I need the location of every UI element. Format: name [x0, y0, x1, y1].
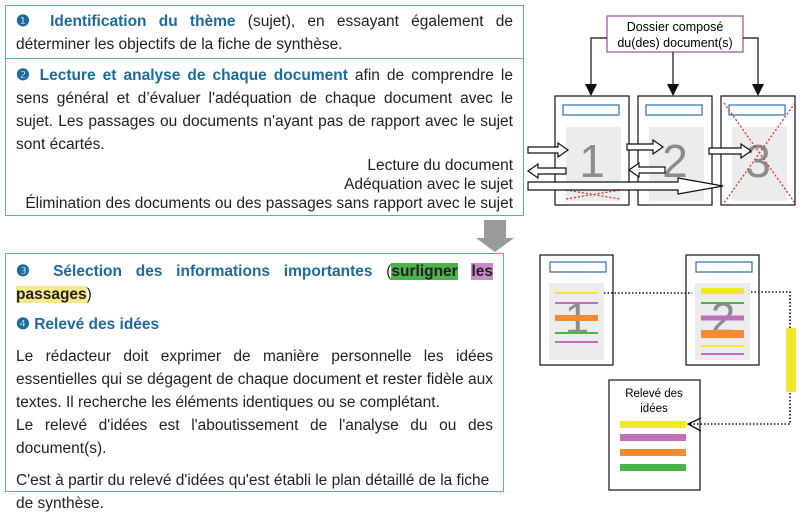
highlight-line	[555, 302, 598, 304]
arrowhead-icon	[752, 84, 764, 96]
connector-arrow	[590, 37, 607, 92]
reading-arrow-icon	[626, 138, 665, 156]
highlight-line	[555, 315, 598, 321]
dossier-line2: du(des) document(s)	[617, 36, 732, 50]
step2-box: ❷ Lecture et analyse de chaque document …	[5, 58, 524, 216]
elimination-mark	[723, 102, 796, 204]
reading-arrow-icon	[527, 141, 570, 159]
step34-box: ❸ Sélection des informations importantes…	[5, 253, 504, 512]
adequation-arrow-icon	[526, 162, 567, 180]
highlight-line	[701, 288, 744, 294]
legend-reading: Lecture du document	[367, 157, 513, 174]
dossier-line1: Dossier composé	[627, 20, 724, 34]
elimination-mark	[565, 189, 621, 200]
document-header	[645, 104, 703, 116]
highlight-line	[701, 345, 744, 347]
releve-bar-yellow	[620, 421, 686, 428]
step4-para-1: Le rédacteur doit exprimer de manière pe…	[16, 348, 493, 411]
legend-elimination: Élimination des documents ou des passage…	[25, 195, 513, 212]
yellow-bar	[786, 328, 796, 392]
bottom-documents: 12	[539, 254, 760, 366]
document-body	[549, 283, 604, 360]
down-arrow-icon	[476, 220, 514, 252]
releve-bar-purple	[620, 434, 686, 441]
step2-num: ❷	[16, 67, 33, 84]
step2-title: ❷ Lecture et analyse de chaque document	[16, 67, 348, 84]
highlight-line	[555, 341, 598, 343]
dossier-box	[606, 15, 744, 53]
step4-title: ❹ Relevé des idées	[16, 313, 493, 336]
step4-num: ❹	[16, 316, 30, 333]
document-number: 1	[579, 135, 605, 187]
elimination-arrow-icon	[527, 177, 724, 195]
step3-title-text: Sélection des informations importantes	[53, 263, 373, 280]
arrowhead-icon	[585, 84, 597, 96]
releve-bar-orange	[620, 449, 686, 456]
highlight-green: surligner	[391, 263, 458, 280]
adequation-arrow-icon	[627, 161, 666, 179]
document-header	[562, 104, 620, 116]
arrowhead-icon	[667, 84, 679, 96]
step4-para-2: Le relevé d'idées est l'aboutissement de…	[16, 417, 493, 457]
legend-adequation: Adéquation avec le sujet	[344, 176, 513, 193]
highlight-line	[555, 332, 598, 334]
document-body	[695, 283, 750, 360]
step1-title-text: Identification du thème	[50, 13, 236, 30]
document-number: 2	[662, 135, 688, 187]
highlight-line	[701, 353, 744, 355]
releve-line2: idées	[640, 403, 668, 415]
highlight-line	[701, 315, 744, 321]
document-body	[732, 127, 787, 201]
highlight-line	[701, 330, 744, 338]
step4-title-text: Relevé des idées	[34, 316, 160, 333]
document-header	[695, 261, 753, 273]
connector-arrow	[743, 37, 759, 92]
step2-text: afin de comprendre le sens général et d’…	[16, 67, 513, 153]
step3-title: ❸ Sélection des informations importantes	[16, 263, 372, 280]
step1-text: (sujet), en essayant également de déterm…	[16, 13, 513, 53]
document-header	[728, 104, 786, 116]
highlight-line	[701, 302, 744, 304]
step1-title: ❶ Identification du thème	[16, 13, 236, 30]
arrowhead-icon	[686, 417, 702, 432]
paren-open: (	[372, 263, 392, 280]
step1-num: ❶	[16, 13, 38, 30]
highlight-purple: les	[471, 263, 494, 280]
document-header	[549, 261, 607, 273]
highlight-line	[555, 292, 598, 294]
step2-title-text: Lecture et analyse de chaque document	[39, 67, 348, 84]
paren-close: )	[86, 286, 92, 303]
step1-box: ❶ Identification du thème (sujet), en es…	[5, 5, 524, 59]
releve-line1: Relevé des	[625, 388, 683, 400]
releve-bar-green	[620, 464, 686, 471]
step3-num: ❸	[16, 263, 40, 280]
highlight-yellow: passages	[16, 286, 87, 303]
reading-arrow-icon	[708, 142, 753, 160]
